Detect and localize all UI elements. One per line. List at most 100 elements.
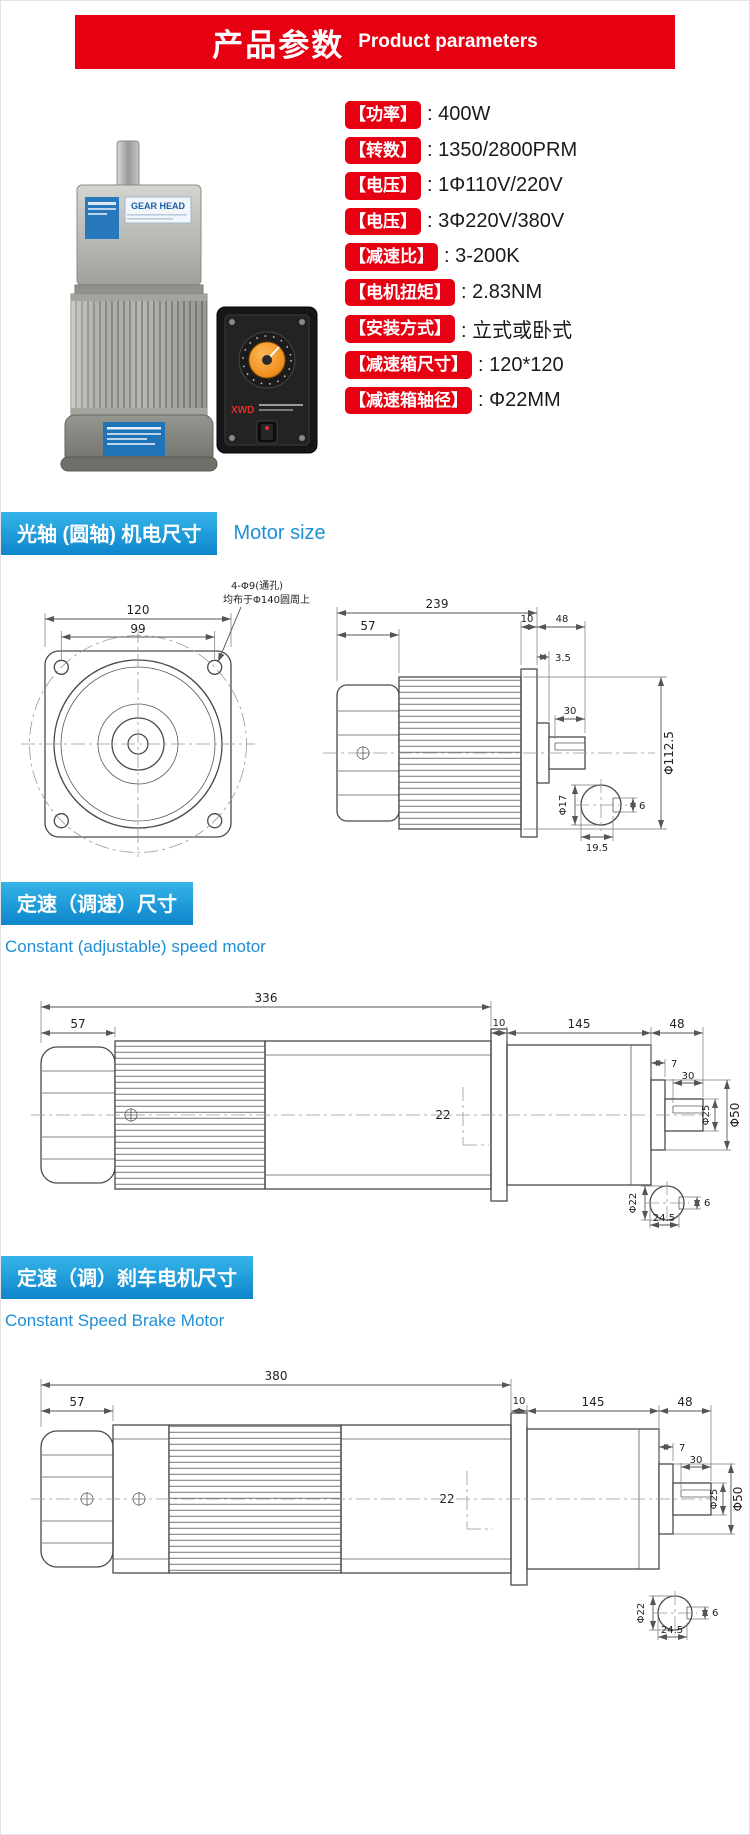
screw-icon [229,435,235,441]
d1-note-holes: 4-Φ9(通孔) [231,580,283,592]
header-banner: 产品参数 Product parameters [75,15,675,69]
motor-shaft [116,140,140,188]
spec-row: 【转数】 : 1350/2800PRM [345,136,737,165]
motor-base-rim [60,456,218,472]
controller-brand-label: XWD [231,405,254,416]
spec-value: : 2.83NM [461,281,543,303]
spec-row: 【电压】 : 1Φ110V/220V [345,172,737,200]
spec-label: 【电机扭矩】 [345,278,455,307]
dimensions: 380 57 10 145 48 7 30 Φ25 [31,1369,745,1535]
d1-dim-6: 6 [639,801,645,812]
d2-dim-48: 48 [669,1017,684,1031]
product-photo: GEAR HEAD [17,95,339,482]
d2-dim-6: 6 [704,1198,710,1209]
d3-dim-10: 10 [513,1396,526,1407]
spec-value: : 1350/2800PRM [427,138,578,161]
drawing-adjustable-speed-motor: 22 336 57 10 145 48 7 30 [31,991,742,1228]
d1-dim-99: 99 [130,622,145,636]
spec-label: 【电压】 [345,207,421,236]
drawing-brake-motor: 22 380 57 10 145 48 7 30 [31,1369,745,1640]
drawing-motor-size: 120 99 4-Φ9(通孔) 均布于Φ140圆周上 [21,580,676,857]
d2-dim-7: 7 [671,1059,677,1070]
section-title-brake-motor: 定速（调）刹车电机尺寸 [1,1256,253,1299]
shaft-key-detail: Φ17 19.5 6 [558,779,645,854]
section-header-motor-size: 光轴 (圆轴) 机电尺寸 Motor size [1,512,749,555]
spec-value: : 3-200K [444,245,520,268]
d2-dim-30: 30 [682,1071,695,1082]
spec-value: : 立式或卧式 [461,320,573,343]
spec-label: 【电压】 [345,172,421,200]
d3-dim-22: 22 [439,1492,454,1506]
page-title-en: Product parameters [358,31,538,52]
d3-dim-7: 7 [679,1443,685,1454]
d3-dim-24-5: 24.5 [661,1625,683,1636]
page-title-cn: 产品参数 [212,27,345,63]
spec-row: 【减速比】 : 3-200K [345,243,737,271]
section-subtitle-adjustable-speed: Constant (adjustable) speed motor [5,937,266,956]
screw-icon [229,319,235,325]
dial-scale-ticks [242,335,292,385]
d1-dim-57: 57 [360,619,375,633]
d3-dim-dia22: Φ22 [636,1603,647,1624]
d2-dim-10: 10 [493,1018,506,1029]
screw-icon [299,435,305,441]
d2-dim-dia50: Φ50 [728,1103,742,1128]
section-subtitle-motor-size: Motor size [233,522,326,544]
d1-dim-30: 30 [564,706,577,717]
knob-cap [262,355,272,365]
top-section: GEAR HEAD [1,69,749,488]
spec-label: 【安装方式】 [345,315,455,343]
front-view-flange: 120 99 4-Φ9(通孔) 均布于Φ140圆周上 [21,580,310,857]
shaft-key-detail: Φ22 24.5 6 [636,1591,718,1640]
d3-dim-30: 30 [690,1455,703,1466]
spec-row: 【减速箱轴径】 : Φ22MM [345,386,737,415]
spec-row: 【电压】 : 3Φ220V/380V [345,207,737,236]
d1-dim-10: 10 [521,614,534,625]
d2-dim-57: 57 [70,1017,85,1031]
d3-dim-380: 380 [265,1369,288,1383]
product-photo-illustration: GEAR HEAD [60,140,318,472]
side-view-motor: 239 57 10 48 3.5 30 Φ112.5 [323,597,676,838]
spec-value: : 120*120 [478,353,564,376]
d1-dim-3-5: 3.5 [555,653,571,664]
spec-value: : 400W [427,103,491,126]
spec-list: 【功率】 : 400W 【转数】 : 1350/2800PRM 【电压】 : 1… [339,95,737,482]
d2-dim-336: 336 [255,991,278,1005]
spec-row: 【功率】 : 400W [345,101,737,129]
spec-row: 【减速箱尺寸】 : 120*120 [345,351,737,379]
spec-label: 【转数】 [345,136,421,165]
section-title-adjustable-speed: 定速（调速）尺寸 [1,882,193,925]
speed-controller: XWD [216,306,318,454]
spec-label: 【功率】 [345,101,421,129]
d2-dim-dia22: Φ22 [628,1193,639,1214]
d1-dim-dia17: Φ17 [558,795,569,816]
d1-note-bolt-circle: 均布于Φ140圆周上 [223,594,310,606]
spec-row: 【电机扭矩】 : 2.83NM [345,278,737,307]
d3-dim-48: 48 [677,1395,692,1409]
spec-value: : 3Φ220V/380V [427,209,565,232]
section-subtitle-brake-motor: Constant Speed Brake Motor [5,1311,225,1330]
d1-dim-48: 48 [556,614,569,625]
d1-dim-120: 120 [127,603,150,617]
screw-icon [299,319,305,325]
spec-row: 【安装方式】 : 立式或卧式 [345,314,737,343]
d2-dim-24-5: 24.5 [653,1213,675,1224]
spec-label: 【减速比】 [345,243,438,271]
spec-label: 【减速箱尺寸】 [345,351,472,379]
d3-dim-6: 6 [712,1608,718,1619]
d3-dim-dia50: Φ50 [731,1487,745,1512]
d1-dim-19-5: 19.5 [586,843,608,854]
spec-label: 【减速箱轴径】 [345,386,472,415]
d2-dim-145: 145 [568,1017,591,1031]
section-header-adjustable-speed: 定速（调速）尺寸 [1,882,749,925]
spec-value: : Φ22MM [478,389,561,412]
section-title-motor-size: 光轴 (圆轴) 机电尺寸 [1,512,218,555]
shaft-key-detail: Φ22 24.5 6 [628,1181,710,1228]
gear-head-label: GEAR HEAD [131,201,186,211]
d1-dim-dia112: Φ112.5 [662,731,676,775]
dimensions: 336 57 10 145 48 7 30 Φ25 [31,991,742,1151]
d1-dim-239: 239 [426,597,449,611]
d3-dim-57: 57 [69,1395,84,1409]
gear-motor: GEAR HEAD [60,140,218,472]
